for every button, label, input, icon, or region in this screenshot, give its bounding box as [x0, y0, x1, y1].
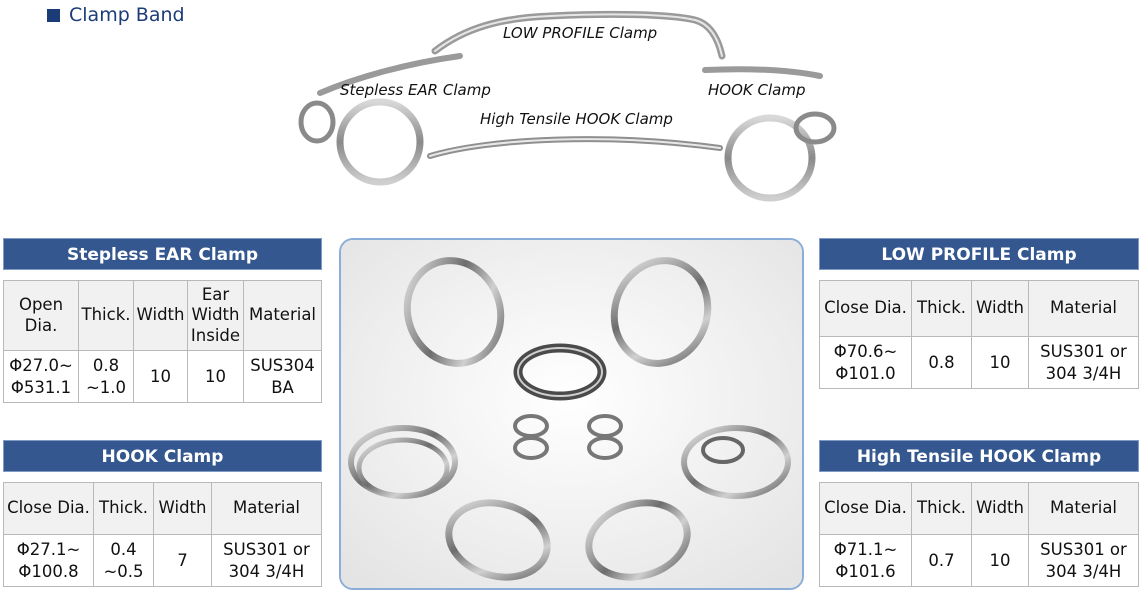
high-tensile-hook-clamp-table: Close Dia. Thick. Width Material Φ71.1~ …: [819, 482, 1139, 587]
column-header: Width: [133, 280, 188, 351]
car-label-hook: HOOK Clamp: [708, 81, 806, 99]
car-label-low-profile: LOW PROFILE Clamp: [503, 24, 658, 42]
product-photo: [339, 238, 804, 590]
column-header: Thick.: [93, 482, 154, 535]
table-cell: SUS304 BA: [243, 350, 322, 403]
car-clamp-drawing: [298, 10, 837, 202]
hook-clamp-heading: HOOK Clamp: [3, 440, 322, 472]
table-cell: Φ27.1~ Φ100.8: [3, 534, 94, 587]
column-header: Material: [1028, 280, 1139, 337]
hook-clamp-table: Close Dia. Thick. Width Material Φ27.1~ …: [3, 482, 322, 587]
low-profile-clamp-table: Close Dia. Thick. Width Material Φ70.6~ …: [819, 280, 1139, 389]
column-header: Ear Width Inside: [187, 280, 244, 351]
table-cell: 0.7: [911, 534, 972, 587]
page-title-text: Clamp Band: [69, 4, 185, 26]
column-header: Open Dia.: [3, 280, 79, 351]
table-cell: SUS301 or 304 3/4H: [211, 534, 322, 587]
high-tensile-hook-clamp-heading: High Tensile HOOK Clamp: [819, 440, 1139, 472]
square-bullet-icon: [47, 8, 60, 22]
car-silhouette-illustration: LOW PROFILE Clamp Stepless EAR Clamp HOO…: [290, 8, 850, 208]
table-cell: Φ70.6~ Φ101.0: [819, 336, 912, 389]
table-cell: 0.4 ~0.5: [93, 534, 154, 587]
table-cell: 10: [971, 336, 1029, 389]
column-header: Close Dia.: [3, 482, 94, 535]
low-profile-clamp-spec: LOW PROFILE Clamp Close Dia. Thick. Widt…: [819, 238, 1139, 389]
page-title: Clamp Band: [47, 4, 185, 26]
table-cell: 0.8: [911, 336, 972, 389]
table-cell: Φ71.1~ Φ101.6: [819, 534, 912, 587]
column-header: Thick.: [911, 280, 972, 337]
column-header: Material: [1028, 482, 1139, 535]
low-profile-clamp-heading: LOW PROFILE Clamp: [819, 238, 1139, 270]
column-header: Width: [153, 482, 212, 535]
column-header: Material: [243, 280, 322, 351]
table-cell: SUS301 or 304 3/4H: [1028, 534, 1139, 587]
column-header: Material: [211, 482, 322, 535]
hook-clamp-spec: HOOK Clamp Close Dia. Thick. Width Mater…: [3, 440, 322, 587]
table-cell: 10: [971, 534, 1029, 587]
column-header: Width: [971, 280, 1029, 337]
stepless-ear-clamp-heading: Stepless EAR Clamp: [3, 238, 322, 270]
table-cell: Φ27.0~ Φ531.1: [3, 350, 79, 403]
table-cell: 10: [133, 350, 188, 403]
column-header: Close Dia.: [819, 482, 912, 535]
clamp-rings-photo: [341, 240, 802, 588]
column-header: Thick.: [78, 280, 134, 351]
high-tensile-hook-clamp-spec: High Tensile HOOK Clamp Close Dia. Thick…: [819, 440, 1139, 587]
table-cell: 10: [187, 350, 244, 403]
column-header: Close Dia.: [819, 280, 912, 337]
column-header: Thick.: [911, 482, 972, 535]
car-label-high-tensile: High Tensile HOOK Clamp: [480, 110, 673, 128]
table-cell: 0.8 ~1.0: [78, 350, 134, 403]
table-cell: SUS301 or 304 3/4H: [1028, 336, 1139, 389]
stepless-ear-clamp-spec: Stepless EAR Clamp Open Dia. Thick. Widt…: [3, 238, 322, 403]
car-label-stepless-ear: Stepless EAR Clamp: [340, 81, 491, 99]
stepless-ear-clamp-table: Open Dia. Thick. Width Ear Width Inside …: [3, 280, 322, 403]
column-header: Width: [971, 482, 1029, 535]
table-cell: 7: [153, 534, 212, 587]
